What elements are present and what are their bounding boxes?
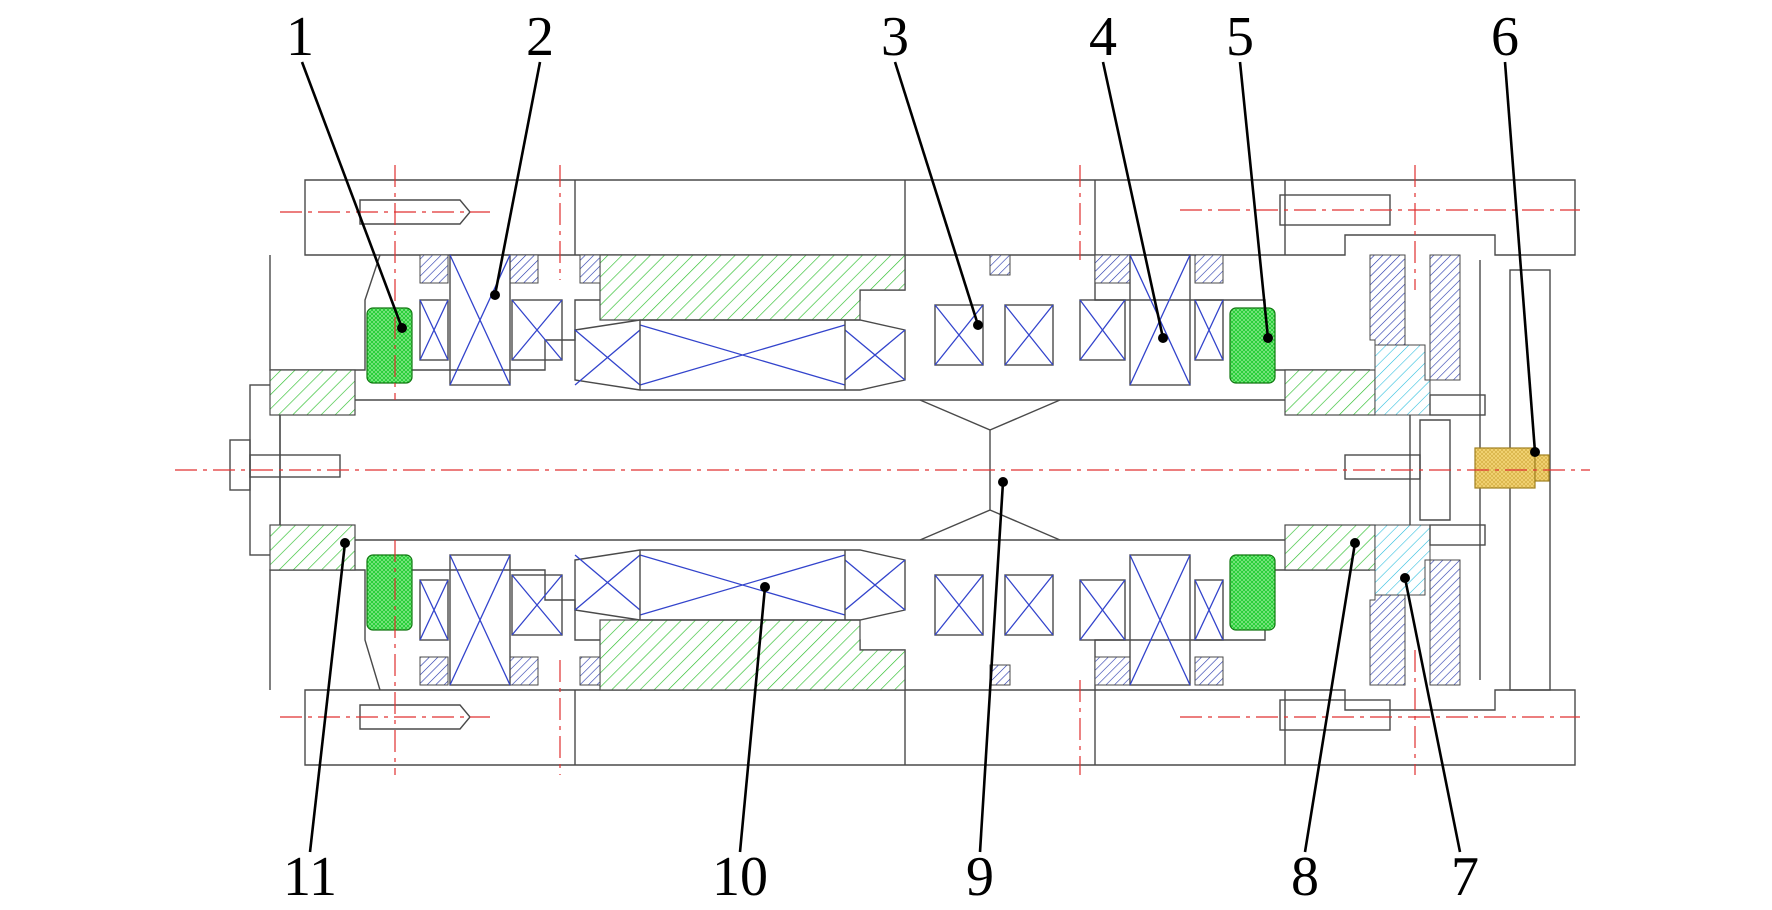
callout-label-8: 8 xyxy=(1291,846,1319,908)
center-lines xyxy=(175,165,1590,775)
bearing-upper-left-large xyxy=(449,254,511,386)
motor-lower xyxy=(574,549,906,621)
bearing-upper-center xyxy=(934,304,1054,366)
callout-2: 2 xyxy=(490,6,554,300)
bearing-upper-left-small xyxy=(419,299,449,361)
bearing-lower-center xyxy=(934,574,1054,636)
callout-label-4: 4 xyxy=(1089,6,1117,68)
green-spacers xyxy=(269,254,1376,691)
bearings xyxy=(419,254,1224,686)
gold-connector xyxy=(1474,447,1550,489)
callout-label-3: 3 xyxy=(881,6,909,68)
callout-label-1: 1 xyxy=(286,6,314,68)
blue-spacers xyxy=(419,254,1224,686)
callout-4: 4 xyxy=(1089,6,1168,343)
callout-label-9: 9 xyxy=(966,846,994,908)
motor-upper xyxy=(574,319,906,391)
callout-5: 5 xyxy=(1226,6,1273,343)
bearing-lower-left-large xyxy=(449,554,511,686)
callout-6: 6 xyxy=(1491,6,1540,457)
bearing-lower-left-small xyxy=(419,579,449,641)
bearing-lower-right xyxy=(1079,554,1224,686)
callout-label-10: 10 xyxy=(712,846,768,908)
callout-label-5: 5 xyxy=(1226,6,1254,68)
callout-7: 7 xyxy=(1400,573,1479,908)
callout-3: 3 xyxy=(881,6,983,330)
callout-10: 10 xyxy=(712,582,770,908)
right-end-coupling xyxy=(1369,254,1486,686)
callout-8: 8 xyxy=(1291,538,1360,908)
callout-label-6: 6 xyxy=(1491,6,1519,68)
callout-label-2: 2 xyxy=(526,6,554,68)
callout-label-7: 7 xyxy=(1451,846,1479,908)
bearing-lower-left-mid xyxy=(511,574,563,636)
bearing-upper-left-mid xyxy=(511,299,563,361)
callout-11: 11 xyxy=(283,538,350,908)
callouts: 1 2 3 4 5 6 7 xyxy=(283,6,1540,908)
bearing-upper-right xyxy=(1079,254,1224,386)
green-bearings xyxy=(366,307,1276,631)
callout-9: 9 xyxy=(966,477,1008,908)
callout-label-11: 11 xyxy=(283,846,337,908)
callout-1: 1 xyxy=(286,6,407,333)
